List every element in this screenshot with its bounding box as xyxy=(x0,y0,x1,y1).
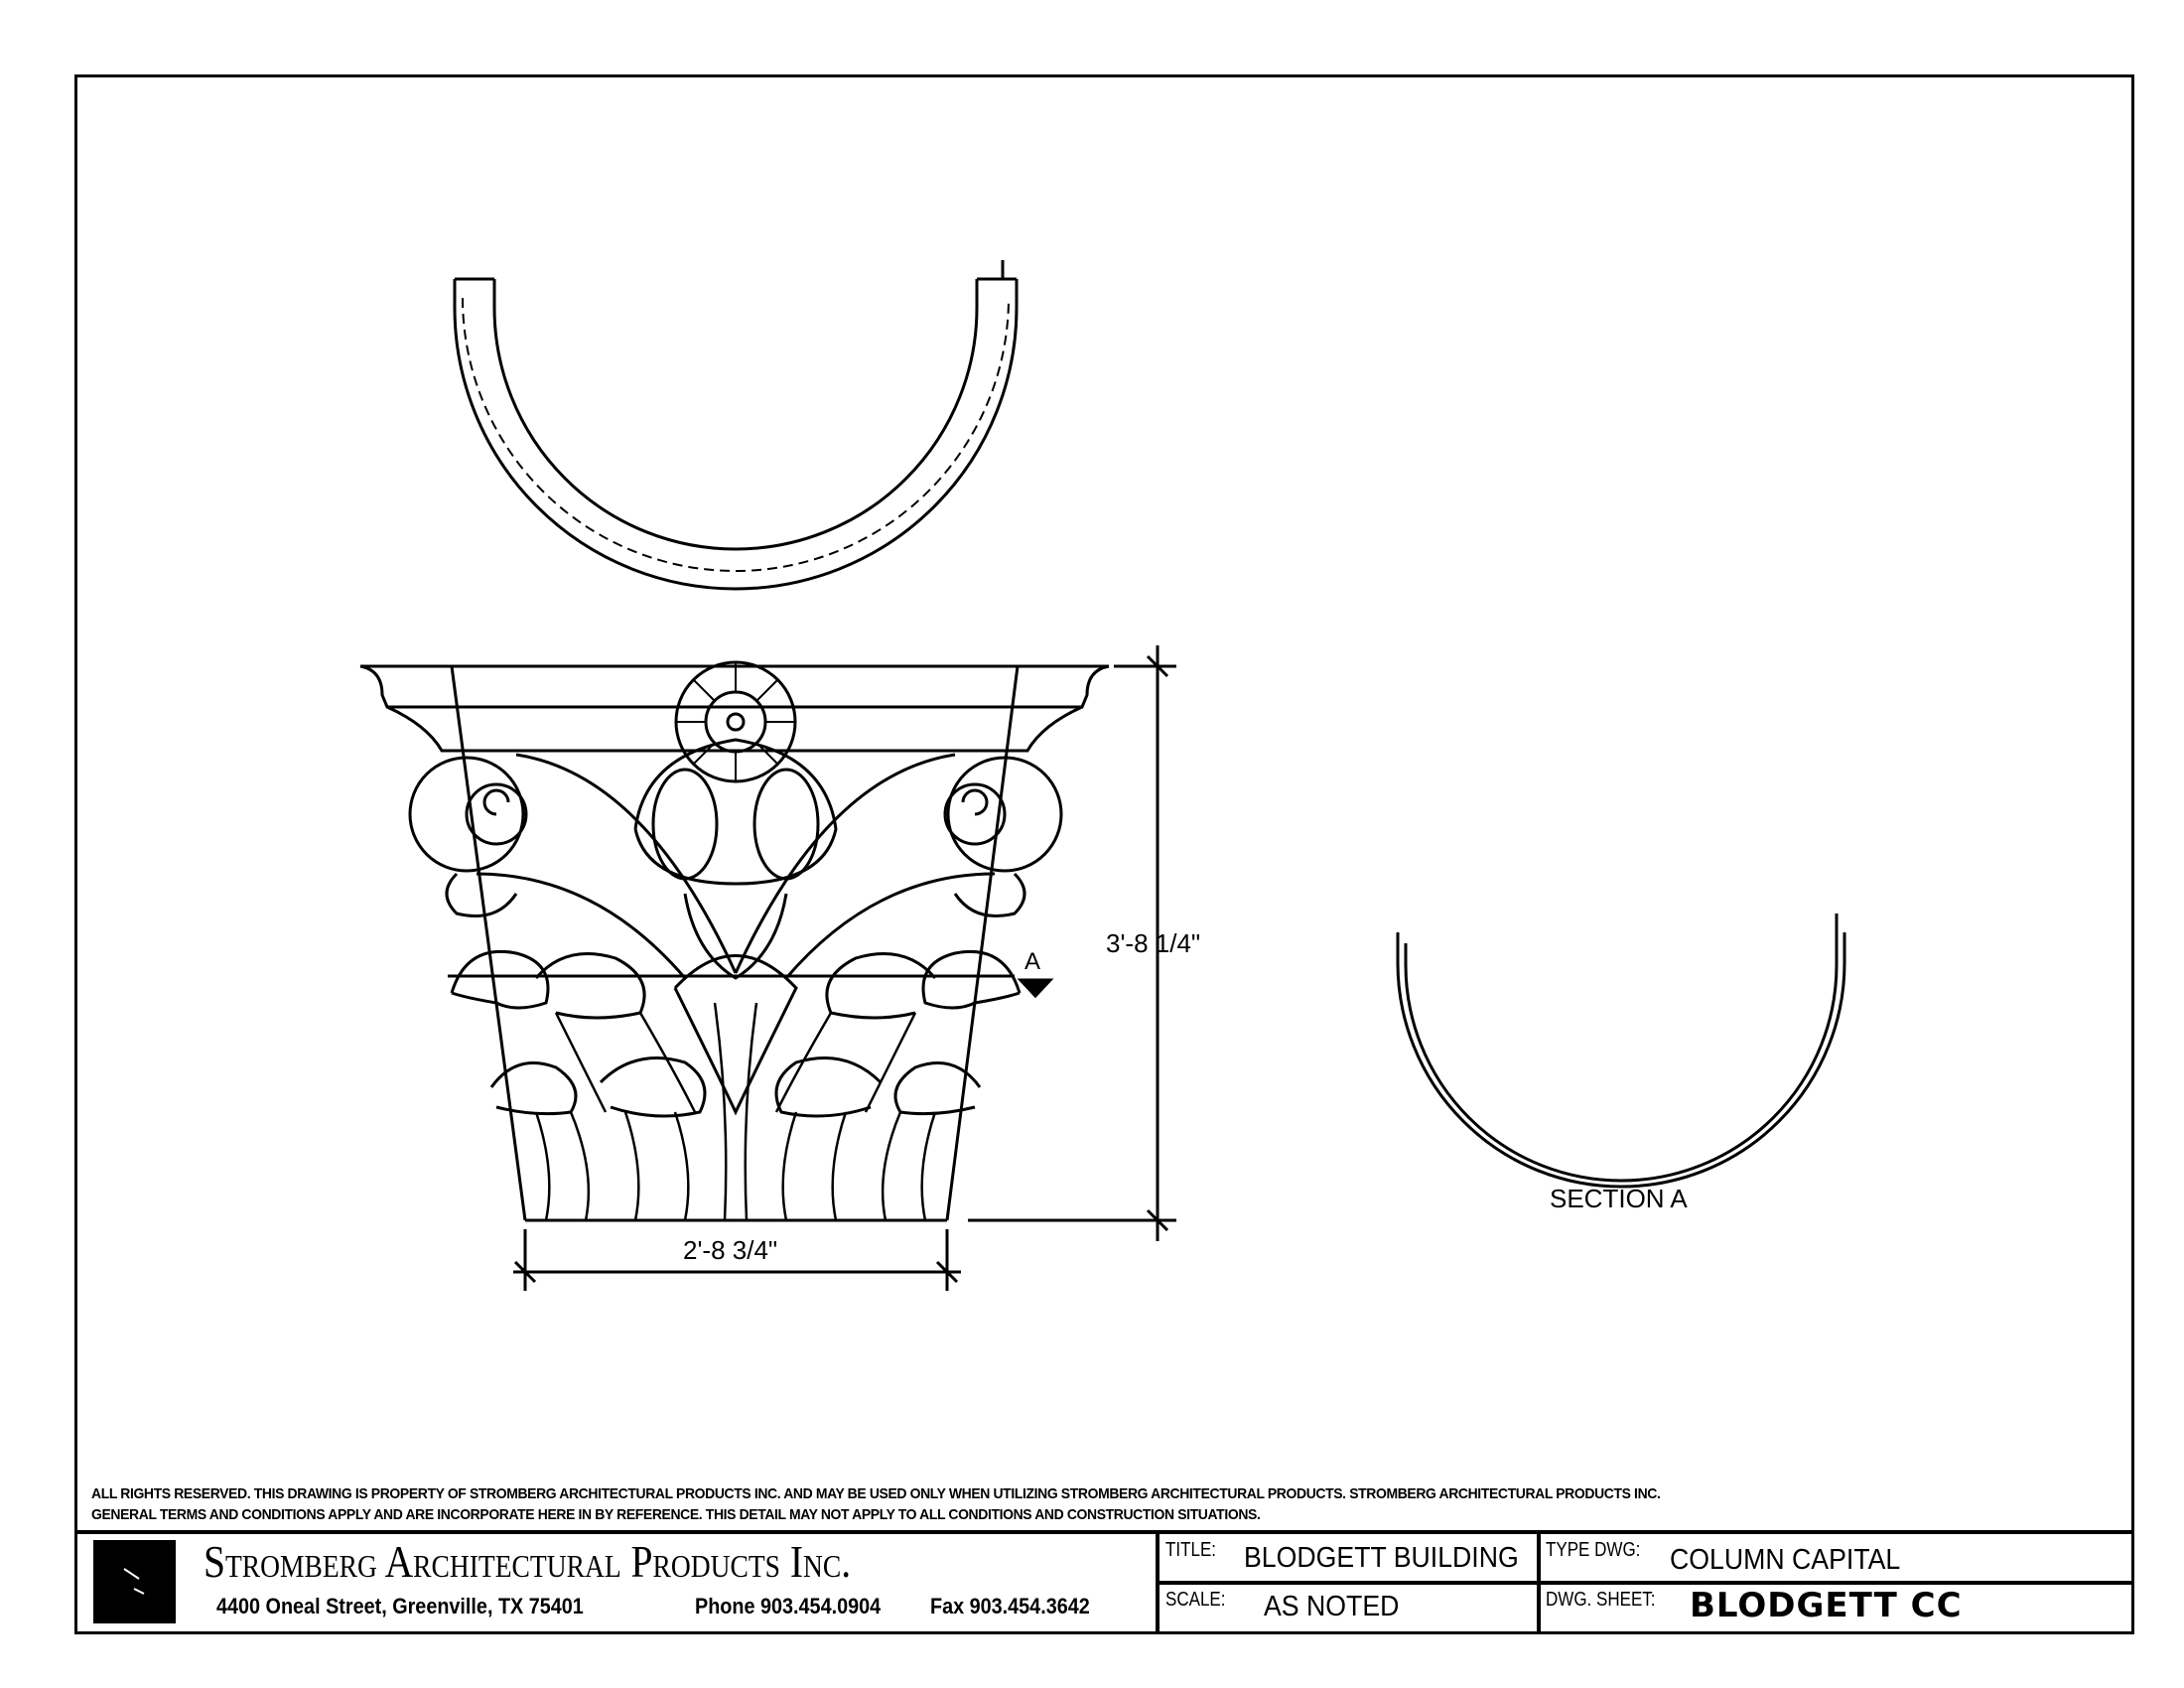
scale-value: AS NOTED xyxy=(1264,1591,1400,1622)
title-value: BLODGETT BUILDING xyxy=(1244,1542,1519,1574)
section-marker-label: A xyxy=(1024,948,1041,975)
scale-label: SCALE: xyxy=(1165,1589,1226,1611)
section-a-label: SECTION A xyxy=(1550,1184,1688,1213)
company-phone: Phone 903.454.0904 xyxy=(695,1594,882,1618)
width-dimension: 2'-8 3/4" xyxy=(683,1235,778,1265)
dwg-sheet-value: BLODGETT CC xyxy=(1690,1586,1963,1625)
section-a-arc xyxy=(1396,914,1846,1189)
section-marker-triangle xyxy=(1017,978,1054,999)
height-dimension: 3'-8 1/4" xyxy=(1106,928,1201,958)
dwg-sheet-label: DWG. SHEET: xyxy=(1546,1589,1656,1611)
title-block-lines xyxy=(74,1530,2131,1631)
logo-mark xyxy=(123,1568,145,1595)
rights-notice-line2: GENERAL TERMS AND CONDITIONS APPLY AND A… xyxy=(91,1506,1261,1523)
drawing-sheet-border xyxy=(74,74,2134,1634)
company-address: 4400 Oneal Street, Greenville, TX 75401 xyxy=(216,1594,584,1618)
title-label: TITLE: xyxy=(1165,1539,1217,1561)
company-fax: Fax 903.454.3642 xyxy=(930,1594,1090,1618)
column-capital-elevation xyxy=(359,660,1110,1222)
company-name: Stromberg Architectural Products Inc. xyxy=(204,1536,852,1587)
type-dwg-label: TYPE DWG: xyxy=(1546,1539,1641,1561)
type-dwg-value: COLUMN CAPITAL xyxy=(1670,1544,1901,1576)
plan-view-arc xyxy=(453,260,1019,591)
rights-notice-line1: ALL RIGHTS RESERVED. THIS DRAWING IS PRO… xyxy=(91,1485,1661,1502)
dimension-lines xyxy=(513,645,1176,1291)
company-logo xyxy=(93,1540,176,1623)
